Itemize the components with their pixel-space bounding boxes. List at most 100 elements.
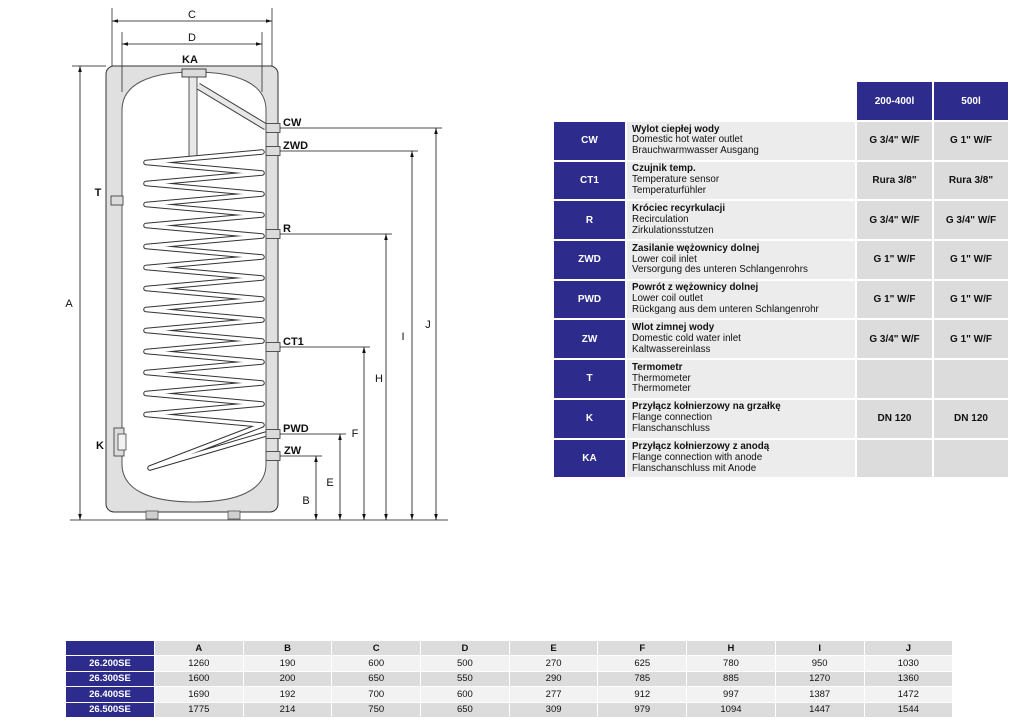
dim-cell-f: 785: [598, 671, 687, 687]
thermometer-label: T: [95, 187, 102, 199]
dim-cell-d: 500: [421, 656, 509, 671]
description-en: Domestic hot water outlet: [632, 134, 743, 146]
value-200-400l: G 1" W/F: [857, 241, 932, 279]
value-500l: G 1" W/F: [934, 320, 1008, 359]
col-header-200-400l: 200-400l: [857, 82, 932, 120]
description-en: Temperature sensor: [632, 174, 720, 186]
connection-stub-zw: [265, 451, 281, 461]
connection-label-ct1: CT1: [283, 336, 304, 348]
dim-cell-a: 1260: [155, 656, 243, 671]
dim-header-d: D: [421, 641, 509, 656]
code-cell: CW: [554, 122, 625, 160]
value-500l: Rura 3/8": [934, 161, 1008, 200]
dim-cell-f: 625: [598, 656, 687, 671]
dim-cell-c: 750: [332, 702, 421, 717]
dim-cell-c: 600: [332, 656, 421, 671]
value-200-400l: G 1" W/F: [857, 280, 932, 319]
model-cell: 26.200SE: [66, 656, 154, 671]
connection-stub-ct1: [265, 342, 281, 352]
model-cell: 26.300SE: [66, 671, 154, 687]
anode-flange-label: KA: [182, 54, 198, 66]
dim-f-label: F: [352, 428, 359, 440]
header-blank-cell: [554, 82, 855, 120]
dim-cell-b: 192: [243, 687, 332, 702]
description-de: Kaltwassereinlass: [632, 343, 711, 355]
dim-cell-e: 270: [509, 656, 598, 671]
dim-b-label: B: [302, 495, 309, 507]
model-cell: 26.500SE: [66, 702, 154, 717]
description-pl: Wylot ciepłej wody: [632, 123, 720, 135]
dim-j-label: J: [425, 319, 431, 331]
heater-flange-label: K: [96, 440, 104, 452]
description-en: Lower coil inlet: [632, 253, 697, 265]
dim-cell-e: 309: [509, 702, 598, 717]
description-en: Recirculation: [632, 213, 689, 225]
tank-foot-right: [227, 510, 241, 520]
tank-drawing: C D KA A T K CW ZWD R CT1 PWD ZW J I H F…: [65, 8, 448, 521]
value-500l: [934, 360, 1008, 398]
description-de: Flanschanschluss mit Anode: [632, 462, 757, 474]
description-cell: Wlot zimnej wody Domestic cold water inl…: [627, 320, 855, 359]
value-200-400l: [857, 439, 932, 478]
dim-cell-i: 1270: [775, 671, 864, 687]
description-de: Temperaturfühler: [632, 184, 707, 196]
dim-header-h: H: [687, 641, 775, 656]
dim-cell-j: 1030: [864, 656, 953, 671]
dim-cell-i: 1387: [775, 687, 864, 702]
dim-cell-b: 214: [243, 702, 332, 717]
anode-flange: [181, 68, 207, 78]
code-cell: R: [554, 201, 625, 240]
description-cell: Powrót z wężownicy dolnej Lower coil out…: [627, 280, 855, 319]
dim-cell-j: 1472: [864, 687, 953, 702]
description-de: Thermometer: [632, 383, 691, 395]
description-en: Domestic cold water inlet: [632, 332, 741, 344]
code-cell: ZWD: [554, 241, 625, 279]
dim-a-label: A: [65, 298, 73, 310]
model-header-cell: [66, 641, 154, 656]
connection-label-zwd: ZWD: [283, 140, 308, 152]
value-200-400l: [857, 360, 932, 398]
description-en: Thermometer: [632, 372, 691, 384]
description-cell: Wylot ciepłej wody Domestic hot water ou…: [627, 122, 855, 160]
value-500l: DN 120: [934, 399, 1008, 438]
dim-cell-f: 979: [598, 702, 687, 717]
description-cell: Czujnik temp. Temperature sensor Tempera…: [627, 161, 855, 200]
connection-label-zw: ZW: [284, 445, 302, 457]
tank-foot-left: [145, 510, 159, 520]
dim-cell-j: 1360: [864, 671, 953, 687]
dim-header-f: F: [598, 641, 687, 656]
description-pl: Przyłącz kołnierzowy na grzałkę: [632, 401, 781, 413]
value-200-400l: DN 120: [857, 399, 932, 438]
dim-cell-a: 1775: [155, 702, 243, 717]
value-500l: G 1" W/F: [934, 280, 1008, 319]
description-pl: Czujnik temp.: [632, 163, 696, 175]
description-cell: Termometr Thermometer Thermometer: [627, 360, 855, 398]
dim-header-a: A: [155, 641, 243, 656]
connection-label-r: R: [283, 223, 291, 235]
description-pl: Króciec recyrkulacji: [632, 203, 726, 215]
description-pl: Przyłącz kołnierzowy z anodą: [632, 441, 770, 453]
dim-header-c: C: [332, 641, 421, 656]
value-200-400l: G 3/4" W/F: [857, 320, 932, 359]
dim-cell-j: 1544: [864, 702, 953, 717]
dim-e-label: E: [326, 477, 333, 489]
description-pl: Wlot zimnej wody: [632, 322, 715, 334]
hot-water-pipe: [196, 83, 268, 130]
dim-cell-h: 997: [687, 687, 775, 702]
value-200-400l: G 3/4" W/F: [857, 201, 932, 240]
connection-stub-r: [265, 229, 281, 239]
model-cell: 26.400SE: [66, 687, 154, 702]
description-de: Zirkulationsstutzen: [632, 224, 714, 236]
dim-cell-a: 1690: [155, 687, 243, 702]
col-header-500l: 500l: [934, 82, 1008, 120]
description-pl: Zasilanie wężownicy dolnej: [632, 242, 760, 254]
value-500l: G 1" W/F: [934, 122, 1008, 160]
dim-header-i: I: [775, 641, 864, 656]
dim-header-b: B: [243, 641, 332, 656]
description-en: Flange connection with anode: [632, 451, 763, 463]
dim-cell-d: 600: [421, 687, 509, 702]
dim-c-label: C: [188, 9, 196, 21]
dim-cell-h: 885: [687, 671, 775, 687]
dim-cell-c: 650: [332, 671, 421, 687]
